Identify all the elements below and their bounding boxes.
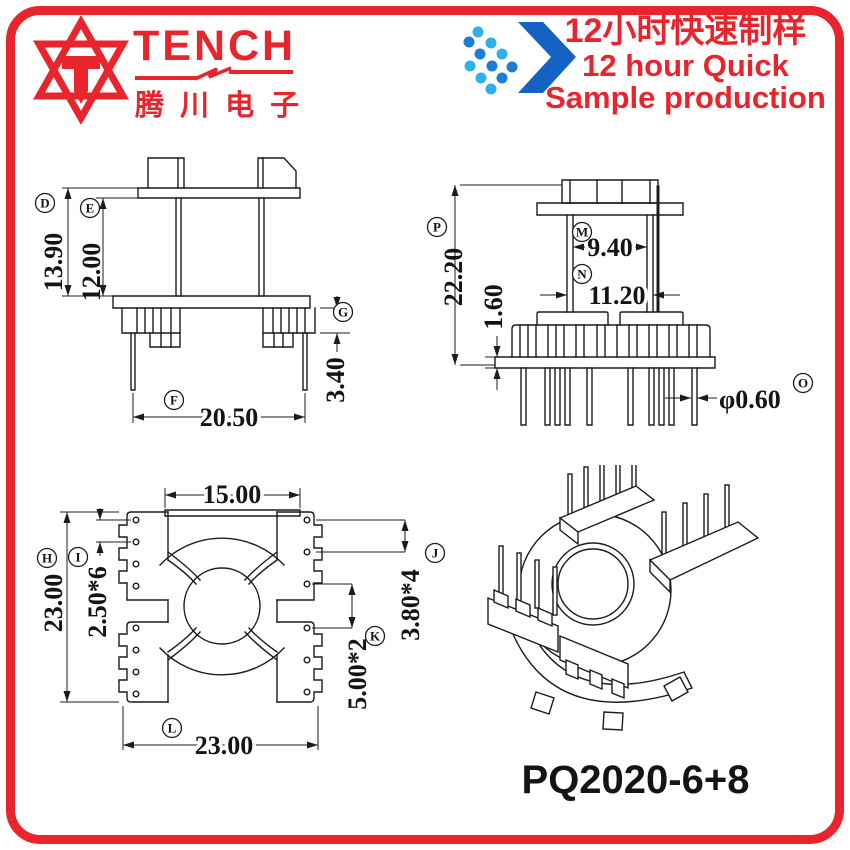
dim-n-value: 11.20 [588,281,645,310]
label-i: I [75,550,80,565]
front-view-drawing: 22.20 1.60 9.40 11.20 φ0.60 P M N O [426,179,814,426]
label-p: P [433,220,441,235]
label-m: M [576,225,588,240]
side-view-arrowheads [64,188,341,421]
dim-i-value: 2.50*6 [83,566,112,638]
arrow-dots [463,26,518,95]
dim-e-value: 12.00 [77,243,106,302]
dim-f-value: 20.50 [200,403,259,432]
top-view-dim-lines [60,488,406,750]
label-j: J [432,546,439,561]
brand-name: TENCH [133,22,297,70]
logo-underline-lightning-icon [135,66,293,81]
quick-arrow-icon [463,22,576,95]
part-number: PQ2020-6+8 [521,758,750,802]
top-view-drawing: 15.00 23.00 2.50*6 23.00 3.80*4 5.00*2 H… [36,477,446,764]
isometric-bobbin [487,465,760,731]
front-view-labels: P M N O [426,216,814,394]
side-view-labels: D E F G [34,192,354,411]
pin-holes [132,516,311,698]
top-view-labels: H I J K L [36,542,446,739]
side-view-outline [112,157,316,391]
label-e: E [86,201,95,216]
label-l: L [168,721,177,736]
dim-m-value: 9.40 [587,233,633,262]
dim-h-value: 23.00 [39,574,68,633]
tagline-chinese: 12小时快速制样 [564,12,807,50]
tagline-english-1: 12 hour Quick [582,47,789,83]
front-view-outline [494,179,716,426]
label-g: G [338,305,348,320]
chevron-right-icon [518,22,576,93]
dim-width-top-value: 15.00 [203,480,262,509]
isometric-view-drawing [487,465,760,731]
dim-j-value: 3.80*4 [396,569,425,641]
dim-l-value: 23.00 [195,731,254,760]
label-o: O [798,376,808,391]
label-k: K [370,629,381,644]
dim-d-value: 13.90 [39,233,68,292]
label-n: N [577,267,587,282]
front-view-arrowheads [451,185,708,402]
tagline-english-2: Sample production [545,80,826,116]
tench-star-icon [32,16,130,124]
dim-k-value: 5.00*2 [343,638,372,710]
top-view-arrowheads [63,491,409,749]
label-d: D [40,196,49,211]
label-f: F [170,393,178,408]
brand-chinese-name: 腾 川 电 子 [135,90,304,122]
dim-pin-diameter-value: φ0.60 [719,385,781,414]
dim-p-value: 22.20 [439,248,468,307]
top-view-outline [118,509,323,703]
tagline: 12小时快速制样 12 hour Quick Sample production [523,12,848,116]
label-h: H [42,551,52,566]
sheet-border [6,6,844,844]
dim-thickness-value: 1.60 [479,284,508,330]
dim-g-value: 3.40 [321,357,350,403]
side-view-drawing: 13.90 12.00 20.50 3.40 D E F G [34,157,354,436]
